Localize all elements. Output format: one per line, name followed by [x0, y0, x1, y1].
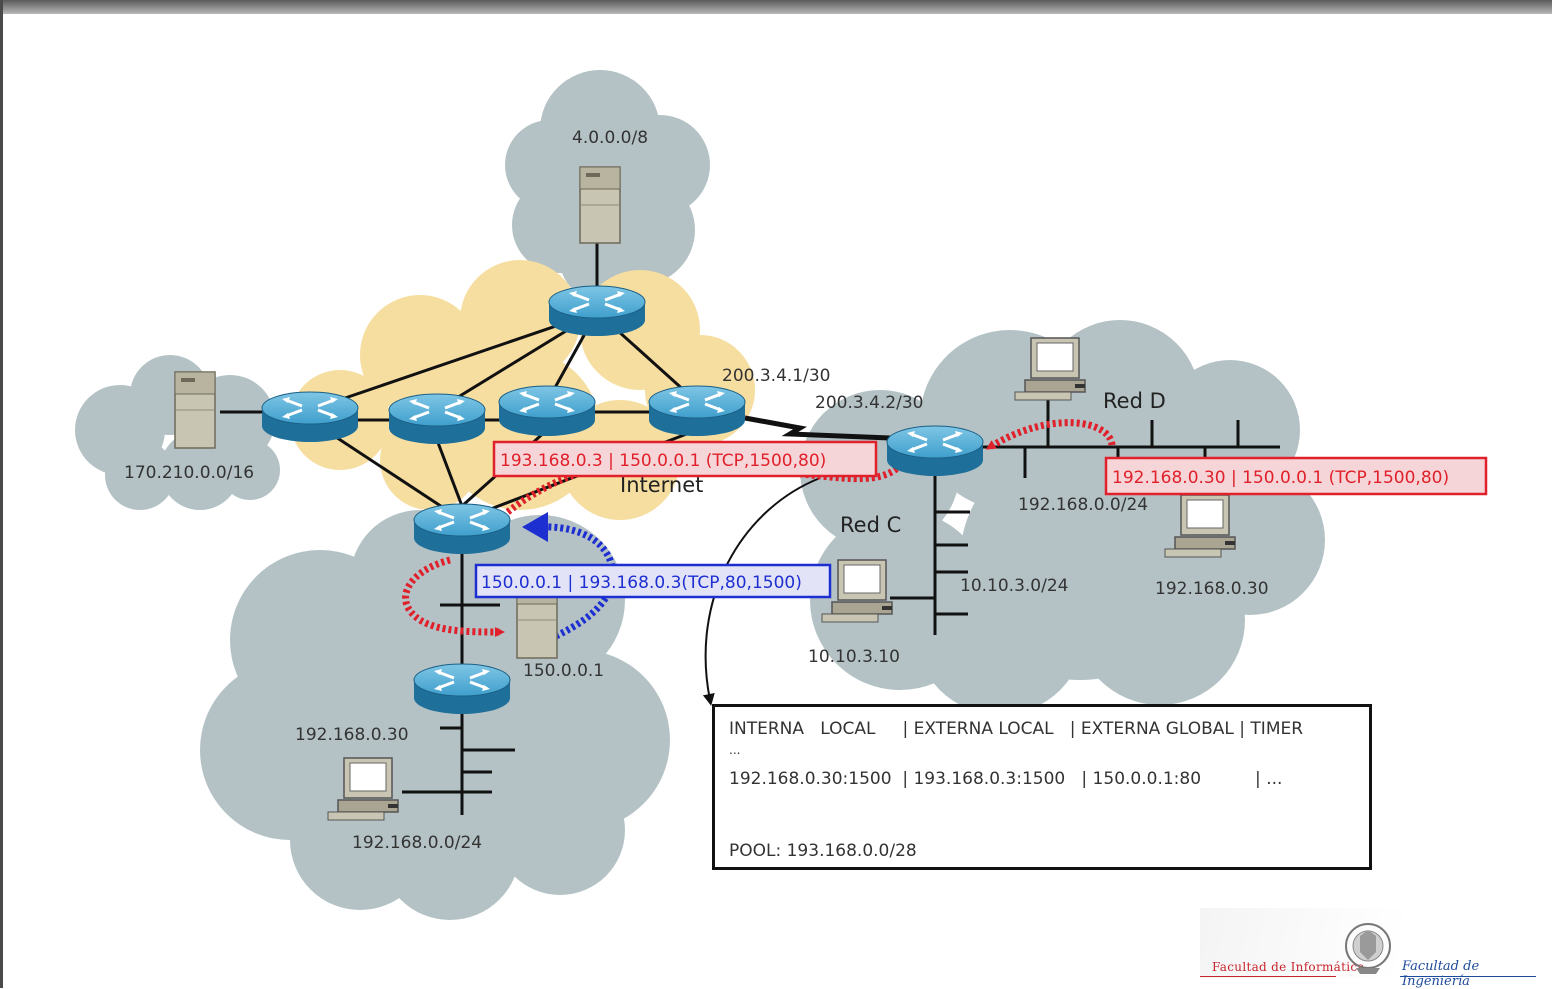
red-d-subnet: 192.168.0.0/24 — [1018, 495, 1148, 515]
packet-arrow-reply — [534, 523, 617, 640]
left-server[interactable] — [174, 371, 216, 449]
internet-router-east[interactable] — [497, 384, 597, 438]
nat-router[interactable] — [885, 424, 985, 478]
red-c-host-ip: 10.10.3.10 — [808, 647, 900, 667]
red-d-label: Red D — [1103, 389, 1166, 413]
ingenieria-underline — [1400, 976, 1536, 977]
nat-table-pointer — [702, 477, 821, 706]
university-seal-icon — [1345, 923, 1391, 974]
nat-translation-table: INTERNA LOCAL | EXTERNA LOCAL | EXTERNA … — [712, 704, 1372, 870]
bottom-internal-router[interactable] — [412, 662, 512, 716]
packet-arrow-nat-out — [739, 457, 908, 483]
internet-router-center[interactable] — [387, 392, 487, 446]
nat-table-header: INTERNA LOCAL | EXTERNA LOCAL | EXTERNA … — [729, 719, 1304, 739]
packet-box-translated: 193.168.0.3 | 150.0.0.1 (TCP,1500,80) — [492, 440, 878, 478]
informatica-underline — [1200, 976, 1336, 977]
left-network-label: 170.210.0.0/16 — [124, 463, 254, 483]
customer-link-ip: 200.3.4.2/30 — [815, 393, 923, 413]
packet-box-reply: 150.0.0.1 | 193.168.0.3(TCP,80,1500) — [474, 563, 832, 599]
window-top-bar — [0, 0, 1552, 14]
faculty-logos: Facultad de Informática Facultad de Inge… — [1200, 908, 1542, 989]
isp-edge-router[interactable] — [647, 384, 747, 438]
red-d-host-ip: 192.168.0.30 — [1155, 579, 1269, 599]
ingenieria-logo-text: Facultad de Ingeniería — [1402, 959, 1480, 989]
packet-box-original: 192.168.0.30 | 150.0.0.1 (TCP,1500,80) — [1104, 456, 1488, 496]
packet-label-translated: 193.168.0.3 | 150.0.0.1 (TCP,1500,80) — [500, 451, 826, 471]
nat-table-ellipsis: ... — [729, 743, 741, 757]
top-network-label: 4.0.0.0/8 — [572, 128, 648, 148]
wan-link — [744, 415, 891, 441]
bottom-site-router[interactable] — [412, 502, 512, 556]
web-server-ip: 150.0.0.1 — [523, 661, 604, 681]
packet-label-original: 192.168.0.30 | 150.0.0.1 (TCP,1500,80) — [1112, 468, 1449, 488]
reply-arrow-head — [522, 512, 548, 542]
internet-router-west[interactable] — [260, 390, 360, 444]
packet-arrow-to-server — [402, 556, 505, 637]
nat-table-row: 192.168.0.30:1500 | 193.168.0.3:1500 | 1… — [729, 769, 1283, 789]
bottom-subnet: 192.168.0.0/24 — [352, 833, 482, 853]
internet-core-router[interactable] — [547, 284, 647, 338]
packet-arrow-red-d — [985, 419, 1116, 450]
red-c-label: Red C — [840, 513, 901, 537]
window-left-edge — [0, 0, 3, 988]
packet-label-reply: 150.0.0.1 | 193.168.0.3(TCP,80,1500) — [481, 573, 802, 593]
isp-link-ip: 200.3.4.1/30 — [722, 366, 830, 386]
nat-address-pool: POOL: 193.168.0.0/28 — [729, 841, 917, 861]
top-server[interactable] — [579, 166, 621, 244]
informatica-logo-text: Facultad de Informática — [1212, 960, 1365, 974]
red-c-subnet: 10.10.3.0/24 — [960, 576, 1068, 596]
bottom-host-ip: 192.168.0.30 — [295, 725, 409, 745]
